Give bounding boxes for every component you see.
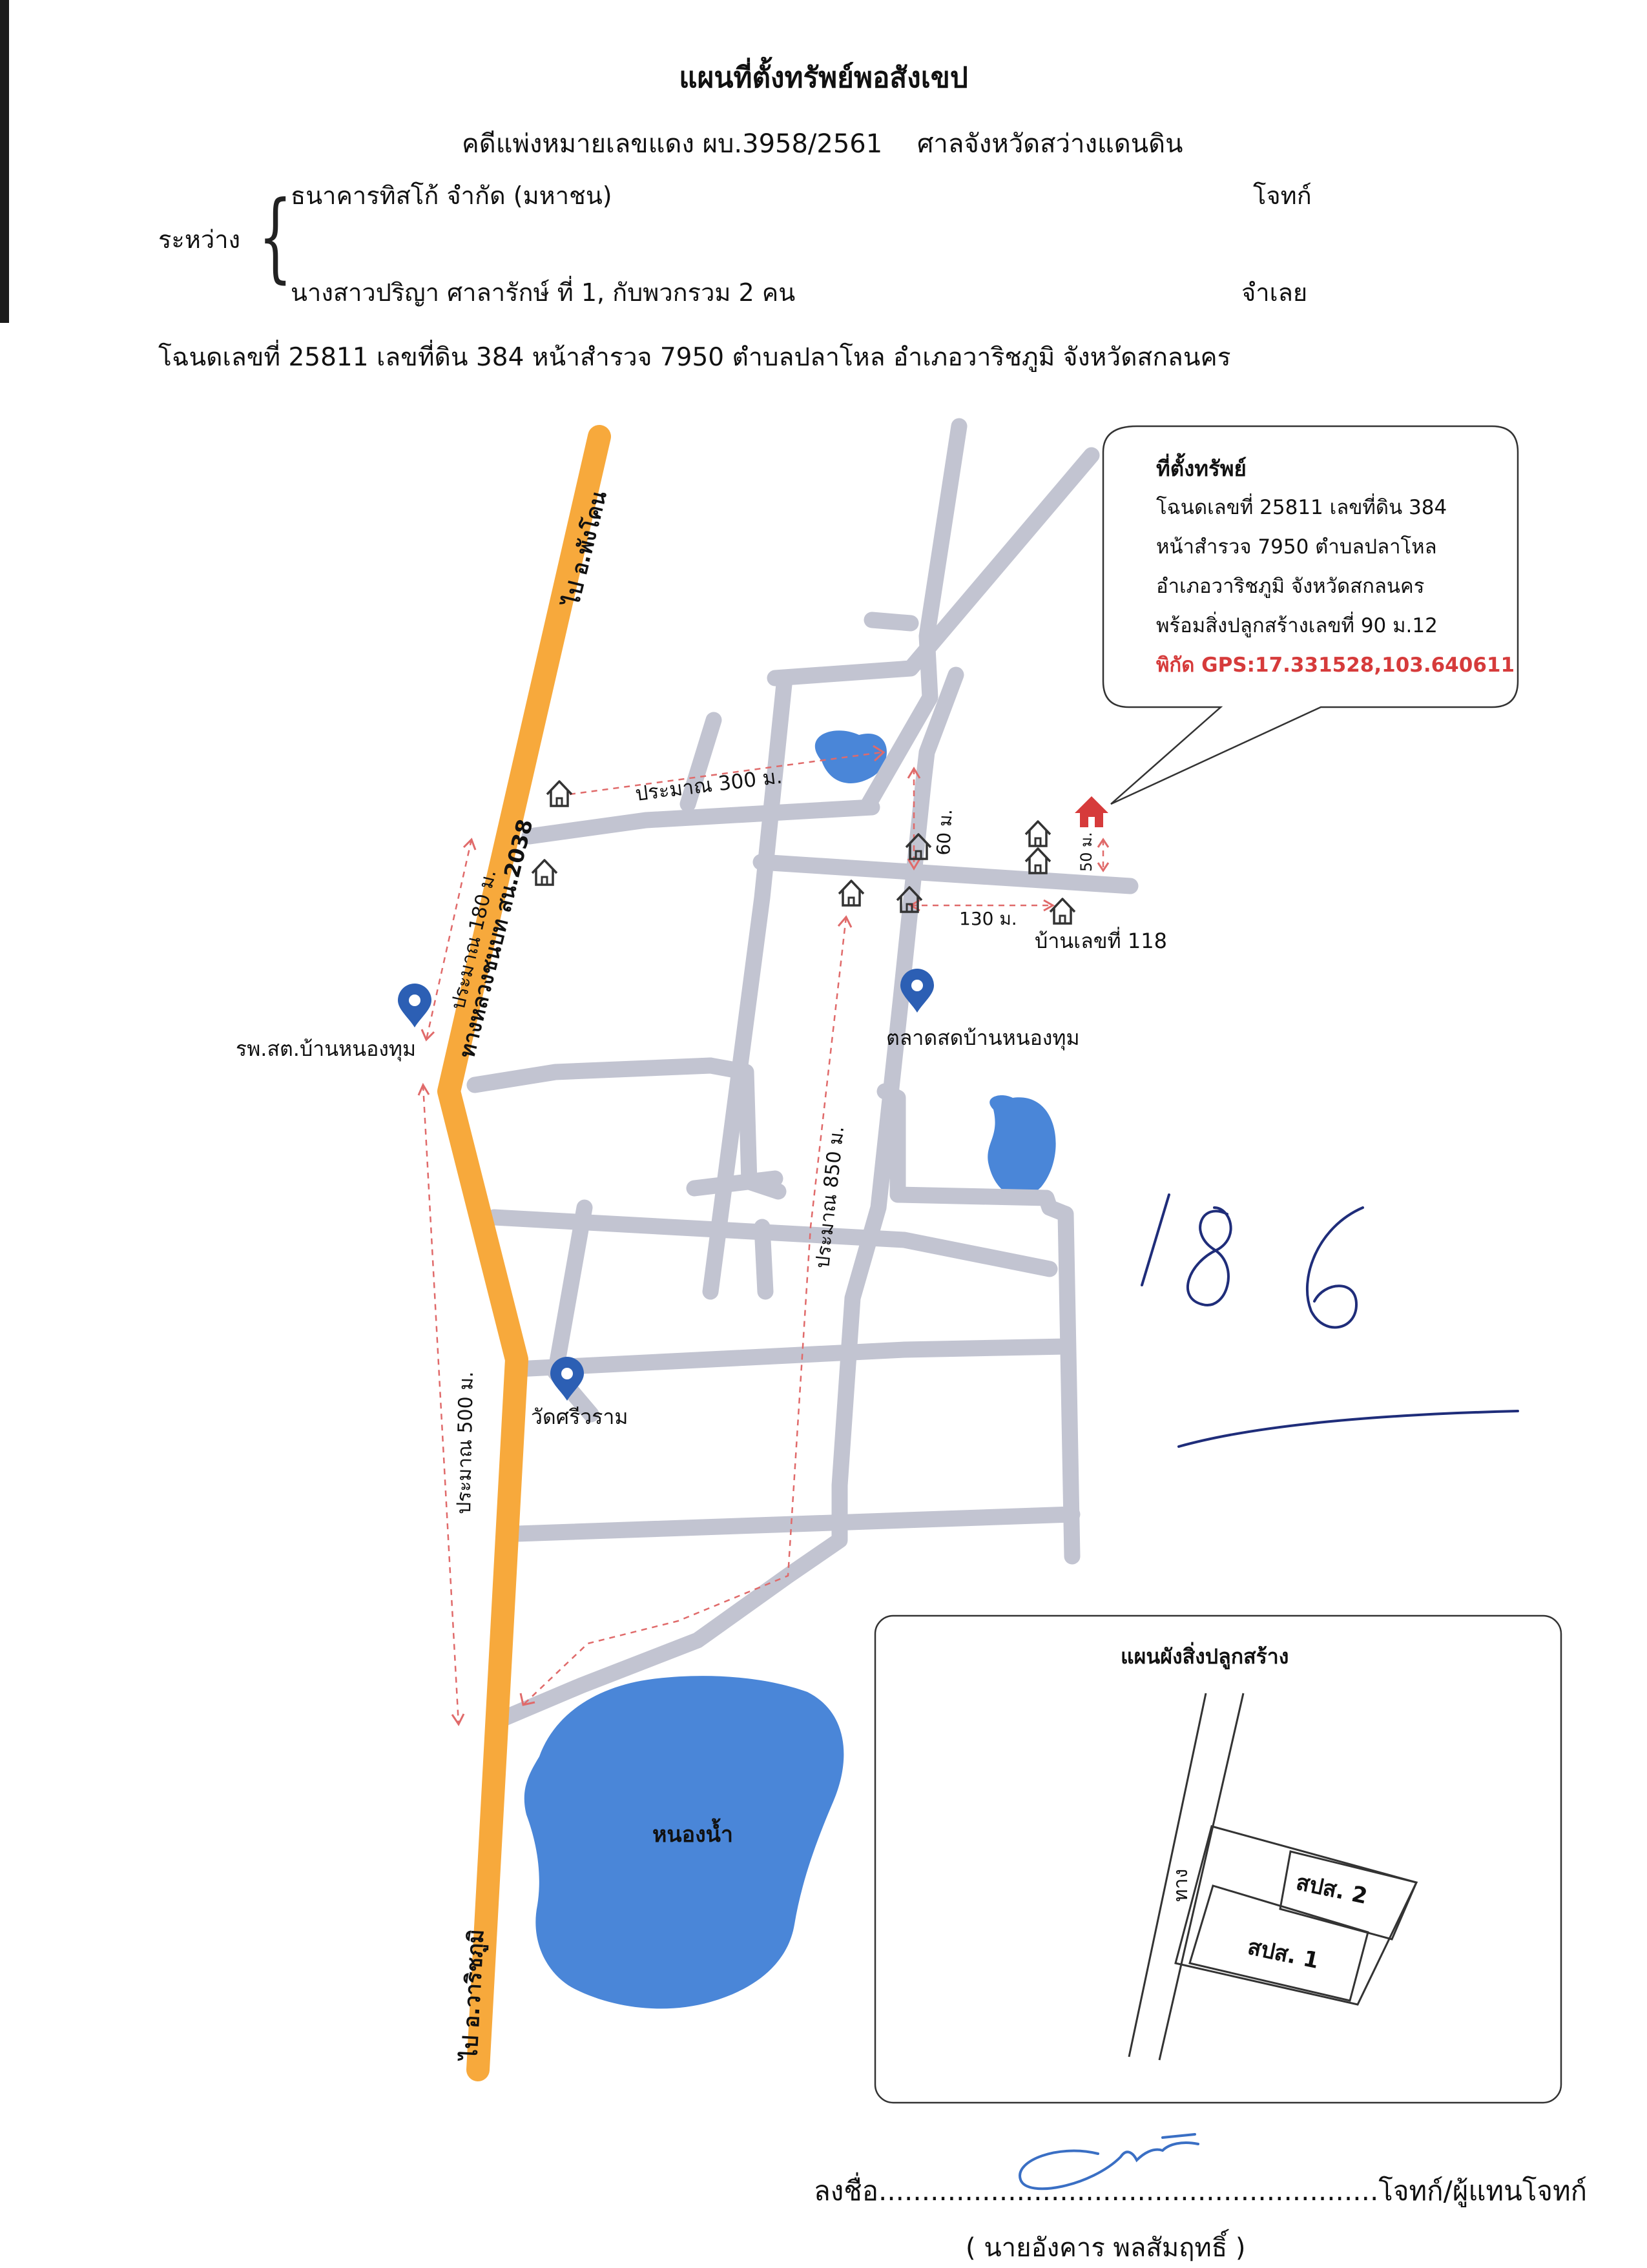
label-dist-130: 130 ม. — [959, 908, 1017, 929]
road — [486, 1209, 1058, 1277]
arrowhead — [873, 745, 886, 762]
road — [686, 1170, 783, 1197]
road — [508, 1338, 1074, 1377]
inset-road-label: ทาง — [1170, 1869, 1192, 1902]
water-bodies — [524, 730, 1056, 2009]
label-market: ตลาดสดบ้านหนองทุม — [886, 1026, 1080, 1051]
arrowhead — [837, 915, 853, 928]
house-icon — [1049, 898, 1076, 925]
property-callout: ที่ตั้งทรัพย์ โฉนดเลขที่ 25811 เลขที่ดิน… — [1156, 449, 1515, 685]
between-label: ระหว่าง — [158, 225, 241, 254]
road — [876, 1083, 1081, 1565]
road — [702, 670, 793, 1300]
arrowhead — [420, 1029, 435, 1042]
arrow-180 — [425, 839, 473, 1040]
label-dist-500: ประมาณ 500 ม. — [453, 1371, 478, 1514]
defendant-name: นางสาวปริญา ศาลารักษ์ ที่ 1, กับพวกรวม 2… — [291, 278, 796, 307]
arrowhead — [907, 858, 921, 871]
road — [752, 854, 1139, 894]
pond-north — [814, 730, 887, 783]
label-dist-60: 60 ม. — [933, 809, 957, 856]
arrow-500 — [422, 1084, 460, 1725]
location-pin-icon — [398, 984, 431, 1027]
brace-symbol: { — [258, 181, 293, 293]
house-icon — [1024, 847, 1051, 874]
signature-line: ลงชื่อ..................................… — [814, 2175, 1588, 2207]
arrowhead — [1097, 838, 1110, 848]
callout-title: ที่ตั้งทรัพย์ — [1156, 456, 1247, 481]
road — [767, 447, 1100, 686]
label-pond: หนองน้ำ — [652, 1818, 733, 1848]
distance-arrows — [422, 751, 1104, 1725]
house-icon — [531, 859, 558, 886]
court-name: ศาลจังหวัดสว่างแดนดิน — [917, 129, 1183, 159]
defendant-role: จำเลย — [1241, 278, 1308, 307]
plaintiff-role: โจทก์ — [1253, 181, 1312, 210]
building-2-outline — [1279, 1850, 1418, 1941]
inset-title: แผนผังสิ่งปลูกสร้าง — [1121, 1644, 1289, 1669]
road — [466, 1057, 719, 1093]
label-dist-300: ประมาณ 300 ม. — [634, 765, 783, 806]
arrowhead — [451, 1713, 465, 1726]
label-dist-850: ประมาณ 850 ม. — [811, 1125, 849, 1270]
building-1-outline — [1188, 1884, 1369, 2002]
road — [508, 1506, 1081, 1542]
inset-road-line — [1128, 1693, 1207, 2057]
pond-east — [988, 1095, 1056, 1197]
arrowhead — [1043, 899, 1055, 912]
case-number: คดีแพ่งหมายเลขแดง ผบ.3958/2561 — [462, 129, 883, 159]
target-house-icon — [1075, 796, 1108, 827]
arrowhead — [462, 838, 477, 850]
deed-description: โฉนดเลขที่ 25811 เลขที่ดิน 384 หน้าสำรวจ… — [158, 343, 1231, 372]
callout-line: พร้อมสิ่งปลูกสร้างเลขที่ 90 ม.12 — [1156, 614, 1438, 637]
label-temple: วัดศรีวราม — [531, 1405, 628, 1429]
houses — [531, 780, 1076, 925]
callout-line: หน้าสำรวจ 7950 ตำบลปลาโหล — [1156, 535, 1437, 559]
plot-boundary — [1174, 1825, 1418, 2006]
plaintiff-name: ธนาคารทิสโก้ จำกัด (มหาชน) — [291, 181, 612, 210]
road — [860, 418, 968, 812]
signature-scribble — [1019, 2133, 1199, 2191]
arrowhead — [417, 1082, 430, 1096]
label-house-118: บ้านเลขที่ 118 — [1035, 927, 1167, 953]
inset-frame — [874, 1614, 1562, 2104]
inset-road-line — [1158, 1693, 1245, 2061]
pond-large — [524, 1676, 844, 2009]
site-plan-inset: ทาง สปส. 2 สปส. 1 — [874, 1614, 1562, 2104]
document-title: แผนที่ตั้งทรัพย์พอสังเขป — [679, 61, 968, 94]
arrowhead — [907, 767, 921, 779]
label-hospital: รพ.สต.บ้านหนองทุม — [236, 1036, 416, 1062]
house-icon — [1024, 820, 1051, 847]
arrowhead — [1097, 862, 1110, 872]
house-icon — [838, 880, 865, 907]
arrow-300 — [569, 751, 882, 796]
callout-line: โฉนดเลขที่ 25811 เลขที่ดิน 384 — [1156, 496, 1447, 519]
local-roads — [466, 418, 1139, 1729]
highway-2038 — [437, 425, 611, 2081]
road — [679, 712, 722, 812]
signer-name: ( นายอังคาร พลสัมฤทธิ์ ) — [966, 2233, 1246, 2263]
arrowheads — [417, 745, 1110, 1726]
road — [521, 799, 880, 845]
label-dist-50: 50 ม. — [1077, 832, 1095, 872]
road — [489, 666, 964, 1729]
arrowhead — [519, 1693, 535, 1706]
road — [864, 612, 919, 632]
callout-line: อำเภอวาริชภูมิ จังหวัดสกลนคร — [1156, 575, 1425, 598]
gps-coordinates: พิกัด GPS:17.331528,103.640611 — [1156, 654, 1515, 677]
scan-edge-shadow — [0, 0, 9, 323]
callout-bubble — [1102, 425, 1519, 805]
house-icon — [546, 780, 573, 807]
handwritten-number-186 — [1141, 1193, 1519, 1448]
